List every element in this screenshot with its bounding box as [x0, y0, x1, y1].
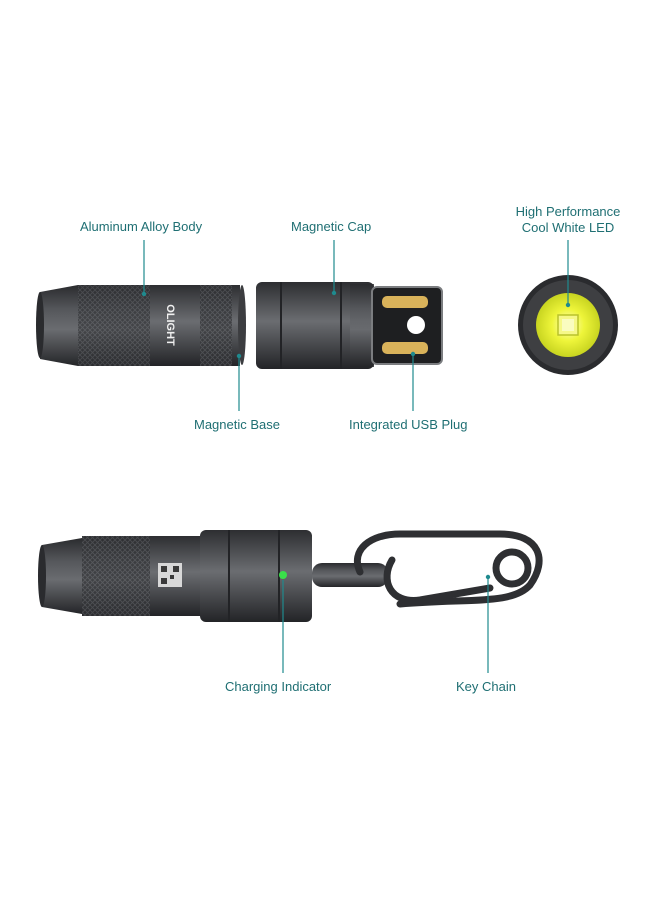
key-chain-clip: [354, 530, 543, 608]
magnetic-cap-label: Magnetic Cap: [291, 219, 372, 234]
led-head: [518, 275, 618, 375]
usb-plug-label: Integrated USB Plug: [349, 417, 468, 432]
magnetic-base-label: Magnetic Base: [194, 417, 280, 432]
key-chain-label: Key Chain: [456, 679, 516, 694]
led-label: High Performance Cool White LED: [516, 204, 621, 236]
led-label-line1: High Performance: [515, 204, 621, 219]
leader-lines: [143, 240, 569, 673]
aluminum-body-label: Aluminum Alloy Body: [80, 219, 203, 234]
brand-logo-text: OLIGHT: [164, 304, 176, 346]
flashlight-body: [36, 285, 246, 366]
magnetic-cap: [256, 282, 374, 369]
usb-plug: [371, 286, 443, 365]
led-label-line2: Cool White LED: [521, 220, 615, 235]
charging-indicator-light: [279, 571, 287, 579]
charging-indicator-label: Charging Indicator: [225, 679, 332, 694]
assembled-flashlight: [38, 530, 388, 622]
